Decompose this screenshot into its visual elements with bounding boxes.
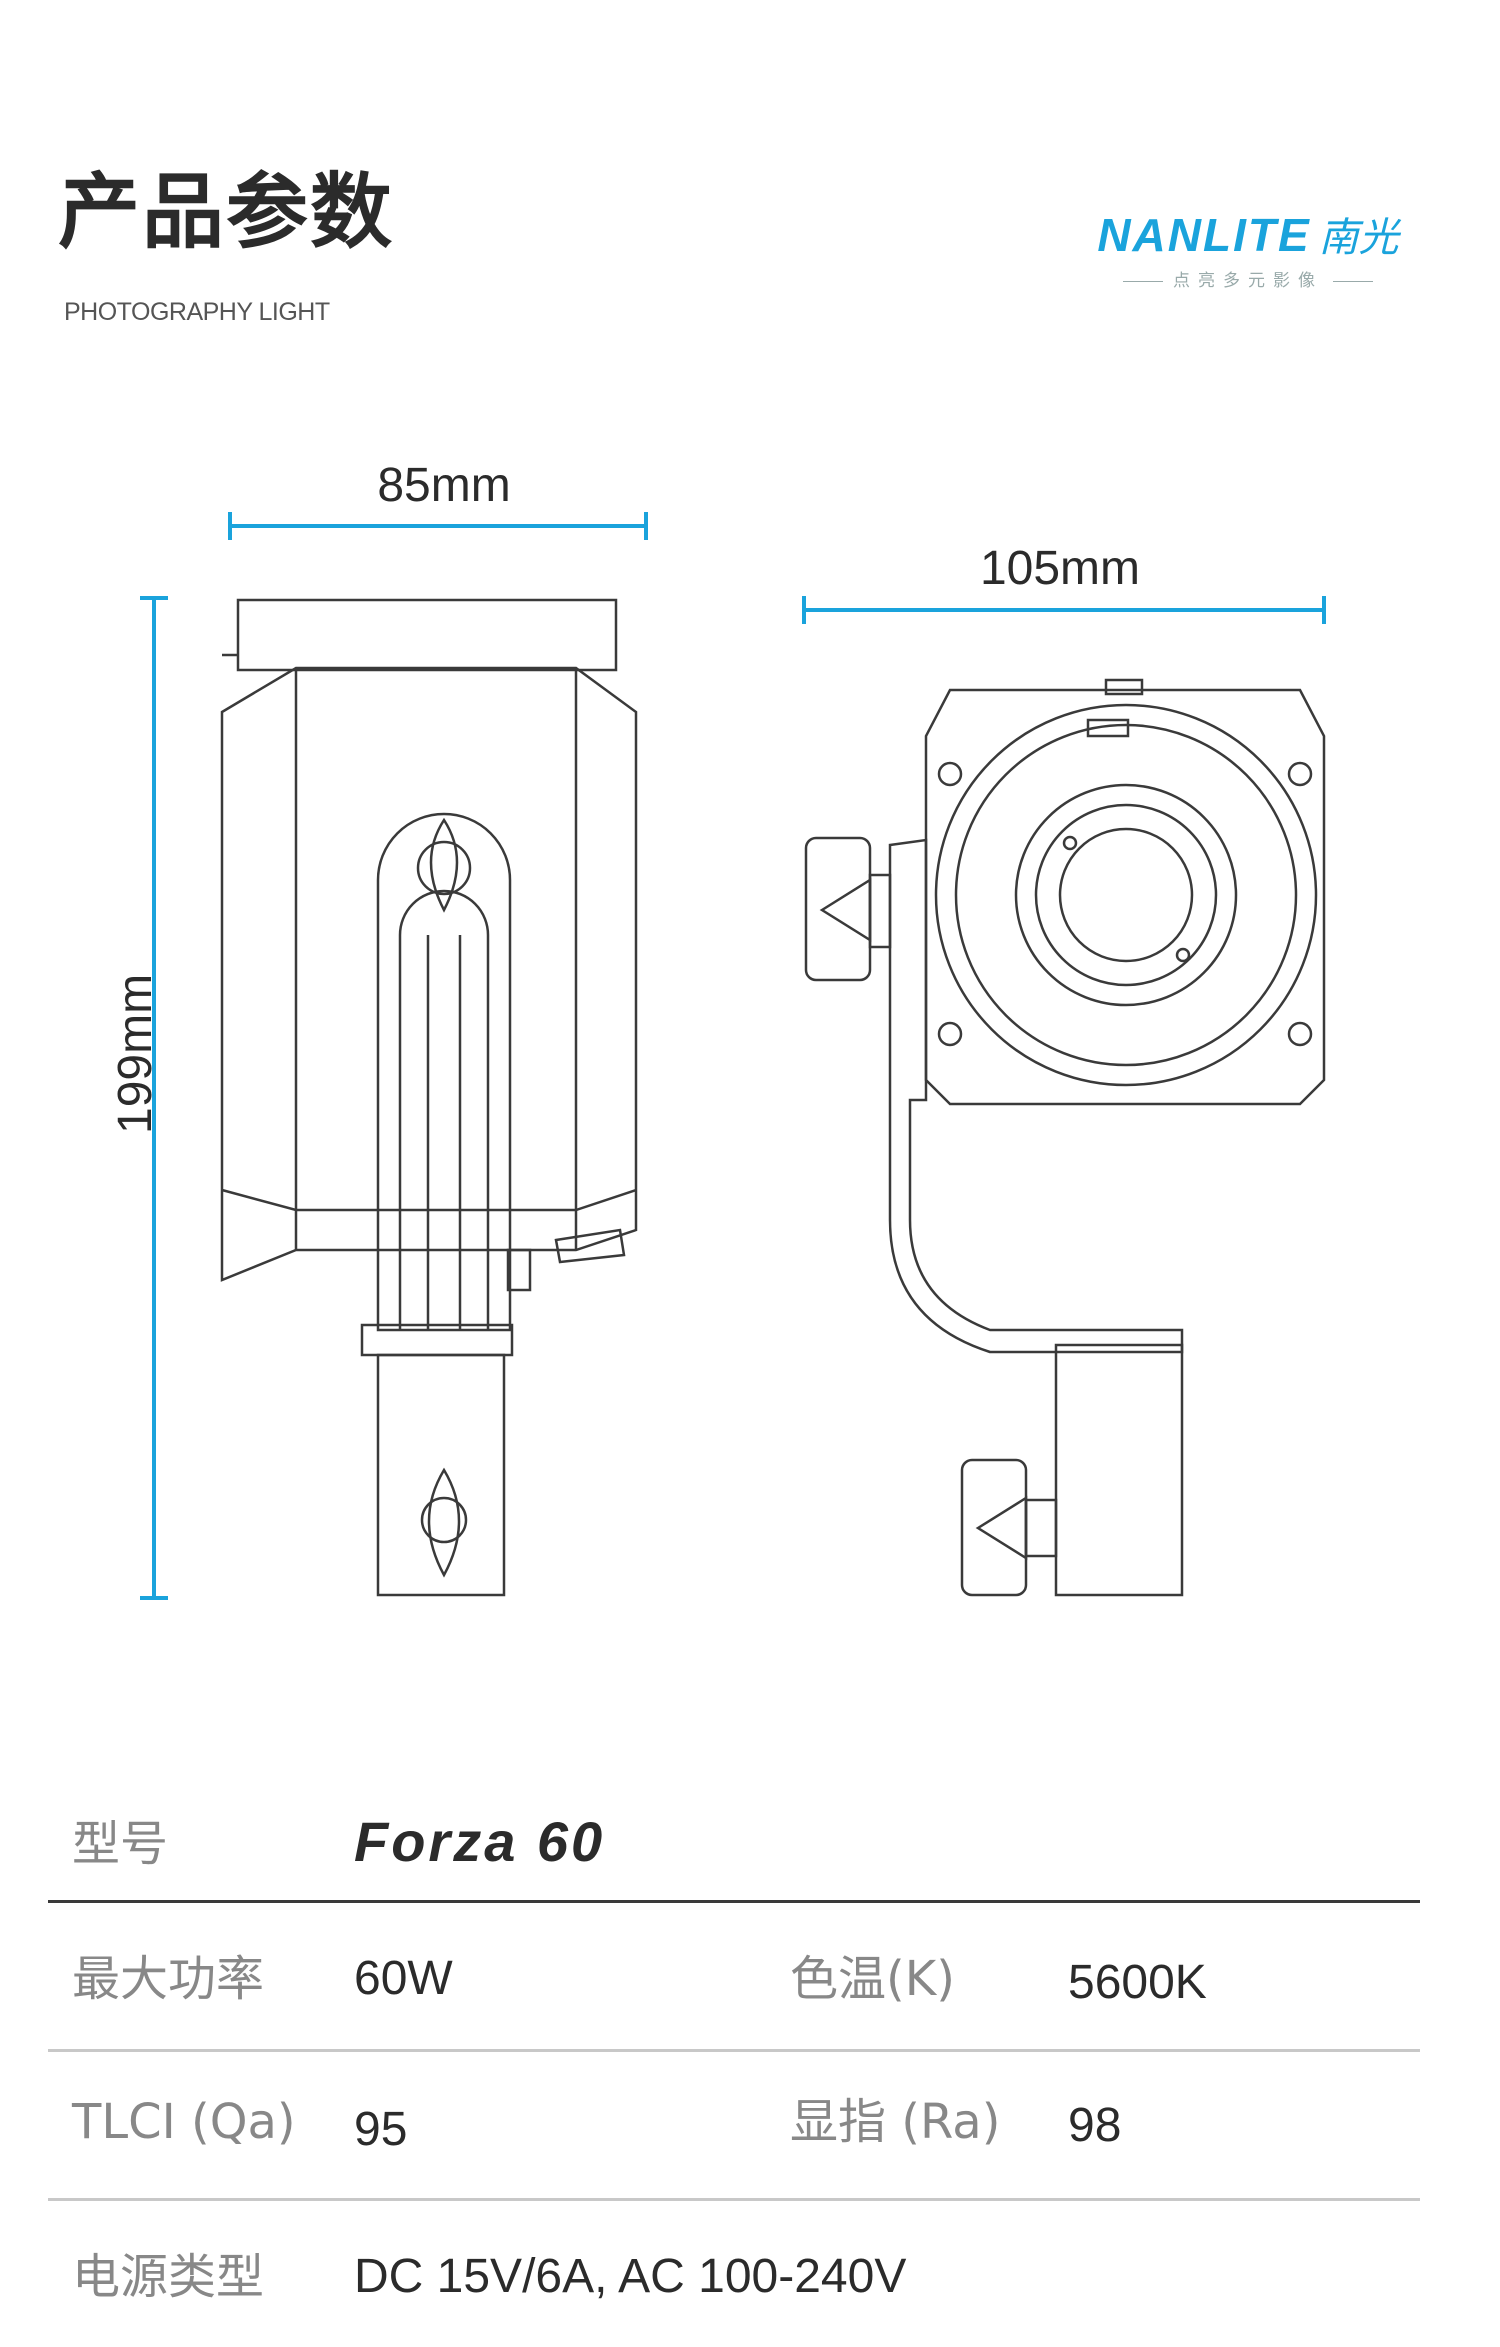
cct-value: 5600K: [1068, 1956, 1207, 2009]
brand-name: NANLITE: [1097, 209, 1311, 261]
page-title: 产品参数: [58, 165, 395, 260]
cct-label: 色温(K): [790, 1951, 955, 2007]
tlci-label: TLCI (Qa): [72, 2094, 296, 2150]
width-dimension-label: 105mm: [979, 542, 1141, 595]
height-dimension-line: [140, 596, 168, 1600]
depth-dimension-line: [228, 512, 648, 540]
spec-row-tlci-cri: TLCI (Qa) 95 显指 (Ra) 98: [48, 2052, 1420, 2201]
side-view-drawing: [220, 598, 638, 1597]
power-value: 60W: [354, 1952, 453, 2005]
power-label: 最大功率: [72, 1951, 265, 2007]
model-label: 型号: [72, 1816, 169, 1872]
cri-label: 显指 (Ra): [790, 2094, 1001, 2150]
page-subtitle: PHOTOGRAPHY LIGHT: [64, 298, 330, 326]
height-dimension-label: 199mm: [109, 973, 162, 1134]
spec-row-power-supply: 电源类型 DC 15V/6A, AC 100-240V: [48, 2201, 1420, 2347]
depth-dimension-label: 85mm: [377, 459, 511, 512]
cri-value: 98: [1068, 2099, 1122, 2152]
product-drawing: [140, 512, 1326, 1600]
brand-name-cn: 南光: [1318, 216, 1399, 260]
spec-table: 型号 Forza 60 最大功率 60W 色温(K) 5600K TLCI (Q…: [48, 1780, 1420, 2347]
spec-row-power-cct: 最大功率 60W 色温(K) 5600K: [48, 1903, 1420, 2052]
spec-row-model: 型号 Forza 60: [48, 1780, 1420, 1903]
psu-label: 电源类型: [72, 2249, 265, 2305]
width-dimension-line: [802, 596, 1326, 624]
brand-tagline: 点亮多元影像: [1068, 266, 1428, 291]
model-value: Forza 60: [354, 1810, 606, 1873]
psu-value: DC 15V/6A, AC 100-240V: [354, 2250, 907, 2303]
tlci-value: 95: [354, 2103, 408, 2156]
front-view-drawing: [804, 678, 1326, 1597]
